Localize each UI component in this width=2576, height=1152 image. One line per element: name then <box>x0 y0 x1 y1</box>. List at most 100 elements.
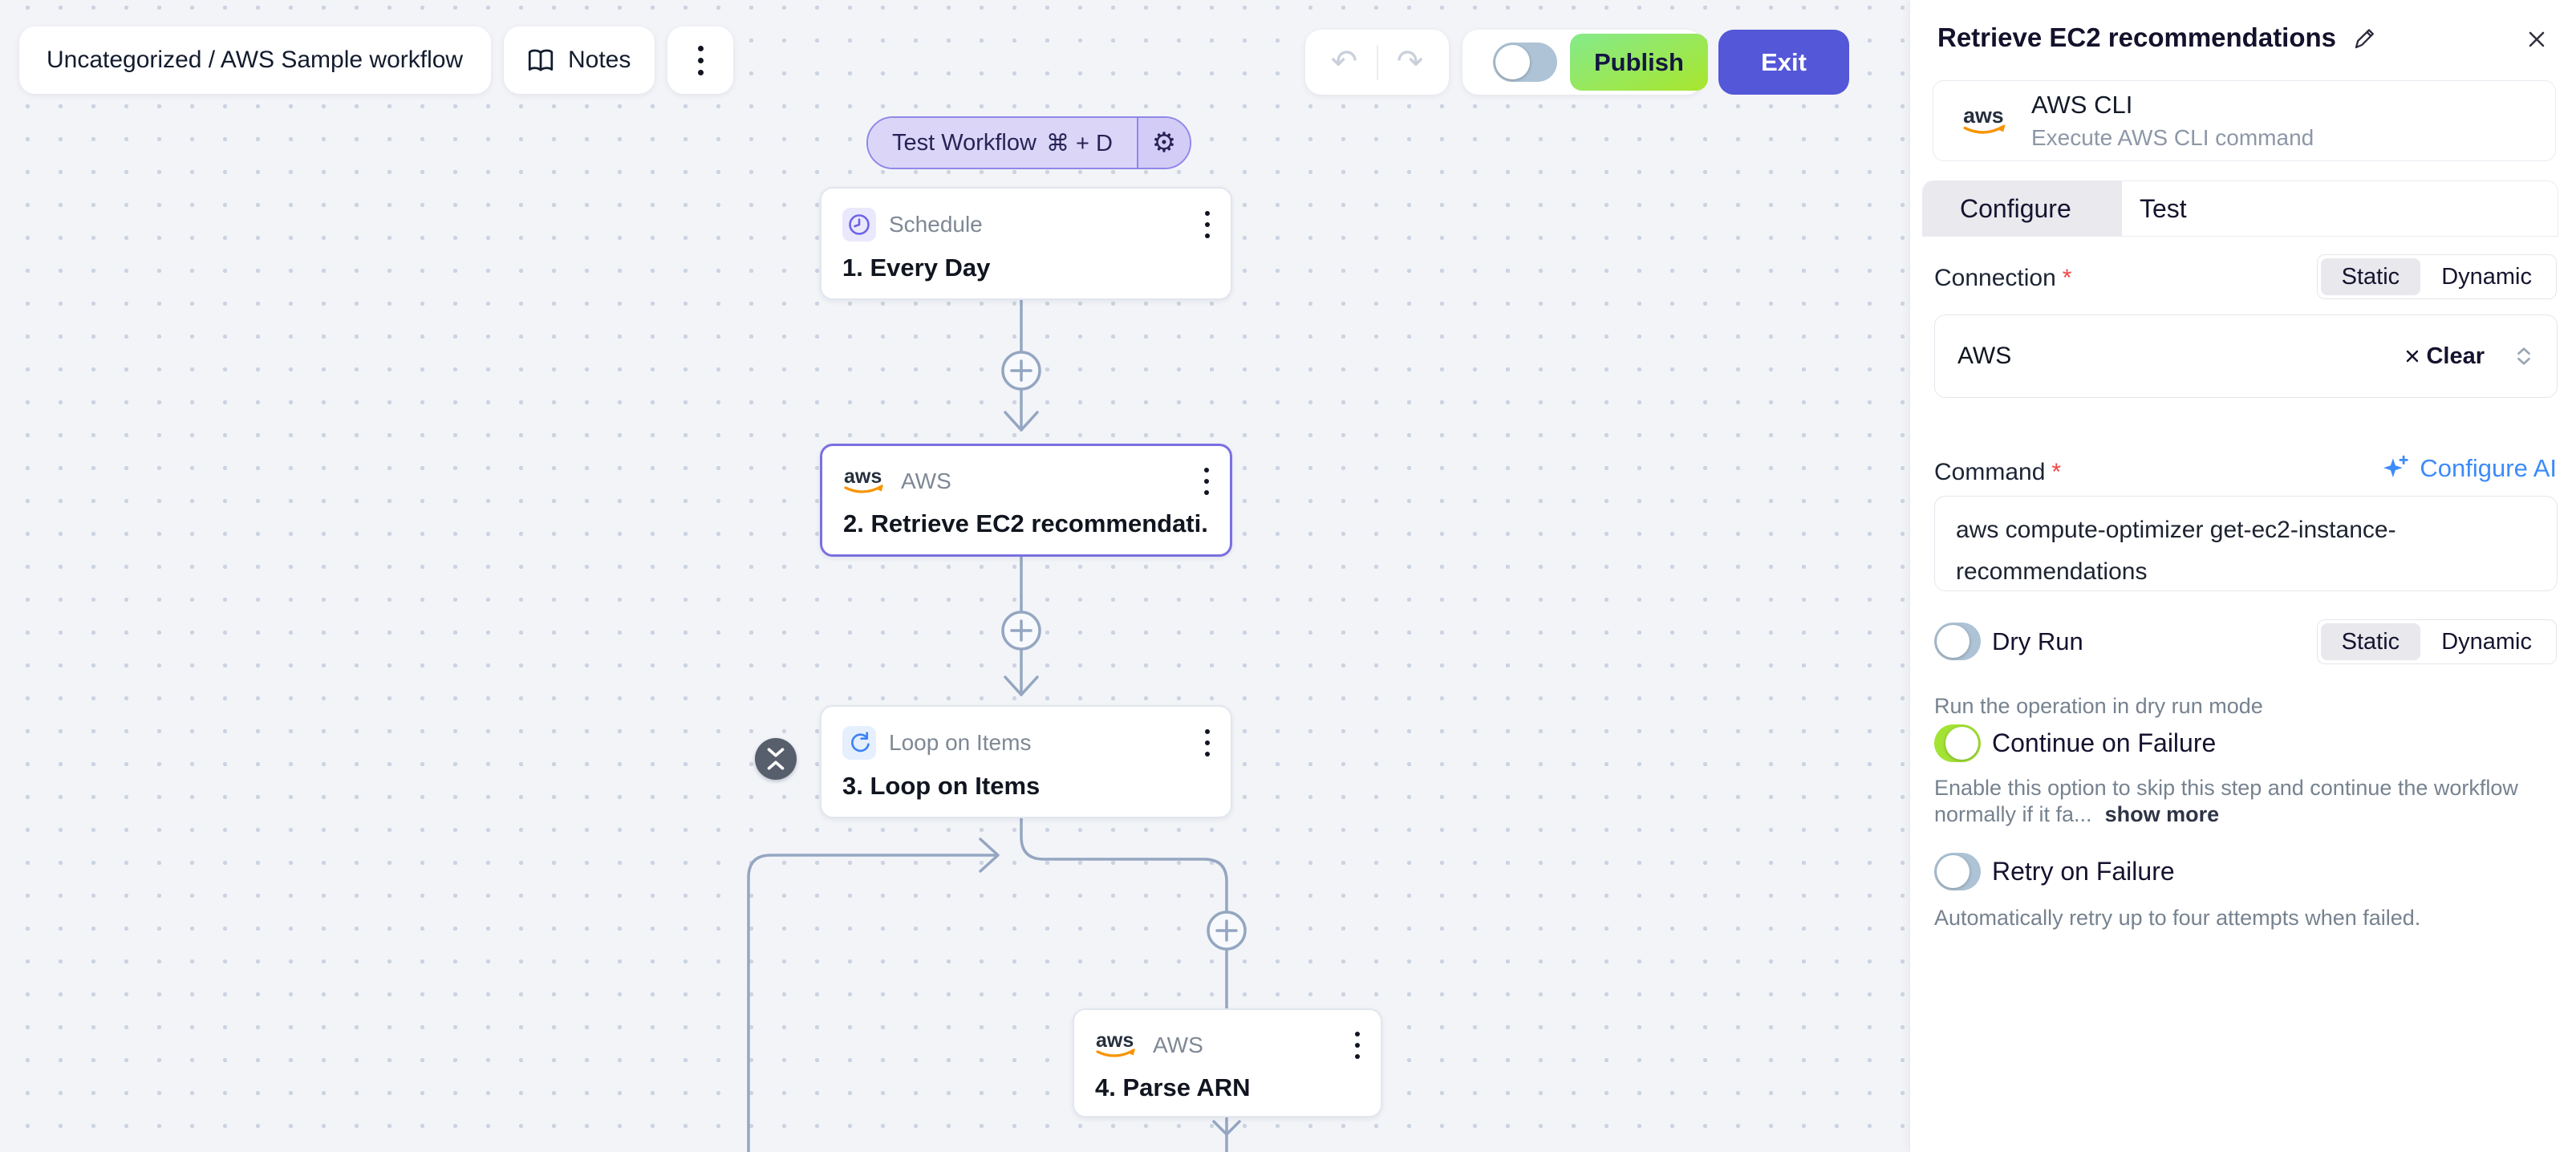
command-textarea[interactable]: aws compute-optimizer get-ec2-instance-r… <box>1934 496 2558 591</box>
static-option[interactable]: Static <box>2320 258 2421 295</box>
tab-configure[interactable]: Configure <box>1923 181 2122 236</box>
svg-text:aws: aws <box>1963 103 2004 128</box>
publish-button[interactable]: Publish <box>1570 34 1708 91</box>
step-type-label: AWS <box>901 469 951 493</box>
continue-on-failure-toggle[interactable] <box>1934 724 1981 762</box>
connection-label: Connection* <box>1934 265 2072 291</box>
step-menu-button[interactable] <box>1205 729 1210 757</box>
required-asterisk: * <box>2051 459 2062 485</box>
required-asterisk: * <box>2062 265 2072 291</box>
piece-description: Execute AWS CLI command <box>2031 125 2314 150</box>
notes-button[interactable]: Notes <box>504 26 655 94</box>
aws-logo-icon: aws <box>1963 103 2006 134</box>
dry-run-static-dynamic-switch: Static Dynamic <box>2316 619 2557 664</box>
edge-loop-return <box>747 854 996 1152</box>
workflow-breadcrumb: Uncategorized / AWS Sample workflow <box>47 47 464 73</box>
arrow-loop-return <box>979 838 1000 873</box>
configure-ai-label: Configure AI <box>2420 454 2557 482</box>
step-menu-button[interactable] <box>1355 1032 1360 1059</box>
collapse-icon <box>767 748 785 770</box>
step-node-schedule[interactable]: Schedule 1. Every Day <box>820 187 1232 300</box>
toggle-knob <box>1937 855 1970 888</box>
unfold-chevrons-icon <box>2517 347 2530 365</box>
arrow-into-step3 <box>1004 675 1039 696</box>
clear-connection-button[interactable]: Clear <box>2404 343 2485 370</box>
aws-logo-icon: aws <box>1096 1029 1135 1057</box>
toggle-knob <box>1937 625 1970 658</box>
retry-on-failure-help-text: Automatically retry up to four attempts … <box>1934 906 2421 930</box>
workflow-breadcrumb-select[interactable]: Uncategorized / AWS Sample workflow <box>19 26 491 94</box>
collapse-loop-button[interactable] <box>755 738 797 780</box>
piece-name: AWS CLI <box>2031 91 2133 119</box>
undo-button[interactable]: ↶ <box>1330 44 1358 79</box>
toggle-knob <box>1945 727 1978 760</box>
step-title: 2. Retrieve EC2 recommendati... <box>843 509 1209 537</box>
show-more-link[interactable]: show more <box>2104 802 2220 826</box>
command-label: Command* <box>1934 459 2062 485</box>
ai-sparkle-icon <box>2383 455 2409 478</box>
schedule-clock-icon <box>842 208 876 241</box>
arrow-after-step4 <box>1212 1120 1241 1136</box>
workflow-more-menu-button[interactable] <box>667 26 733 94</box>
notes-label: Notes <box>568 47 631 73</box>
svg-text:aws: aws <box>844 465 882 488</box>
retry-on-failure-label: Retry on Failure <box>1992 857 2175 886</box>
step-type-label: AWS <box>1153 1032 1203 1057</box>
book-icon <box>528 49 554 71</box>
step-menu-button[interactable] <box>1205 211 1210 238</box>
piece-info-card: aws AWS CLI Execute AWS CLI command <box>1933 80 2556 161</box>
step-menu-button[interactable] <box>1204 468 1209 495</box>
gear-icon: ⚙ <box>1151 128 1177 158</box>
configure-ai-button[interactable]: Configure AI <box>2380 454 2557 483</box>
connection-select[interactable]: AWS Clear <box>1934 314 2558 398</box>
retry-on-failure-toggle[interactable] <box>1934 853 1981 890</box>
step-node-retrieve-ec2[interactable]: aws AWS 2. Retrieve EC2 recommendati... <box>820 444 1232 557</box>
rename-pencil-icon[interactable] <box>2352 25 2378 51</box>
workflow-edges <box>747 298 1247 1152</box>
add-step-button[interactable] <box>1001 610 1041 651</box>
continue-on-failure-help-text: Enable this option to skip this step and… <box>1934 776 2518 826</box>
tab-test[interactable]: Test <box>2122 181 2558 236</box>
dynamic-option[interactable]: Dynamic <box>2441 628 2532 655</box>
dry-run-toggle[interactable] <box>1934 623 1981 660</box>
add-step-button[interactable] <box>1207 911 1247 951</box>
close-panel-icon[interactable] <box>2525 27 2549 51</box>
edge-loop-body <box>1020 817 1228 1010</box>
step-title: 1. Every Day <box>842 254 991 282</box>
loop-icon <box>842 726 876 760</box>
chevron-down-icon <box>463 59 464 61</box>
svg-text:aws: aws <box>1096 1029 1134 1052</box>
dry-run-label: Dry Run <box>1992 627 2083 655</box>
step-type-label: Schedule <box>889 212 983 237</box>
flow-canvas[interactable]: Uncategorized / AWS Sample workflow Note… <box>0 0 1909 1152</box>
test-workflow-label: Test Workflow <box>892 129 1036 156</box>
arrow-into-step2 <box>1004 411 1039 432</box>
panel-title-row: Retrieve EC2 recommendations <box>1937 22 2378 53</box>
exit-button[interactable]: Exit <box>1718 30 1849 95</box>
step-title: 3. Loop on Items <box>842 772 1041 800</box>
test-workflow-shortcut: ⌘ + D <box>1045 130 1113 156</box>
test-workflow-button[interactable]: Test Workflow ⌘ + D <box>868 118 1137 168</box>
kebab-menu-icon <box>697 45 704 75</box>
connection-static-dynamic-switch: Static Dynamic <box>2316 254 2557 299</box>
redo-button[interactable]: ↷ <box>1396 44 1424 79</box>
history-controls: ↶ ↷ <box>1305 30 1449 95</box>
step-settings-panel: Retrieve EC2 recommendations aws AWS CLI… <box>1909 0 2576 1152</box>
connection-value: AWS <box>1957 343 2012 369</box>
step-node-parse-arn[interactable]: aws AWS 4. Parse ARN <box>1073 1008 1382 1118</box>
step-node-loop[interactable]: Loop on Items 3. Loop on Items <box>820 705 1232 818</box>
test-workflow-control: Test Workflow ⌘ + D ⚙ <box>866 116 1191 169</box>
dynamic-option[interactable]: Dynamic <box>2441 263 2532 290</box>
static-option[interactable]: Static <box>2320 623 2421 660</box>
toggle-knob <box>1495 45 1530 79</box>
divider <box>1376 44 1378 80</box>
panel-title: Retrieve EC2 recommendations <box>1937 22 2337 52</box>
panel-tabs: Configure Test <box>1922 181 2558 237</box>
test-workflow-settings-button[interactable]: ⚙ <box>1136 118 1190 168</box>
flow-enabled-toggle[interactable] <box>1493 43 1557 82</box>
continue-on-failure-label: Continue on Failure <box>1992 728 2217 757</box>
add-step-button[interactable] <box>1001 351 1041 391</box>
aws-logo-icon: aws <box>844 465 883 493</box>
dry-run-help-text: Run the operation in dry run mode <box>1934 694 2263 718</box>
